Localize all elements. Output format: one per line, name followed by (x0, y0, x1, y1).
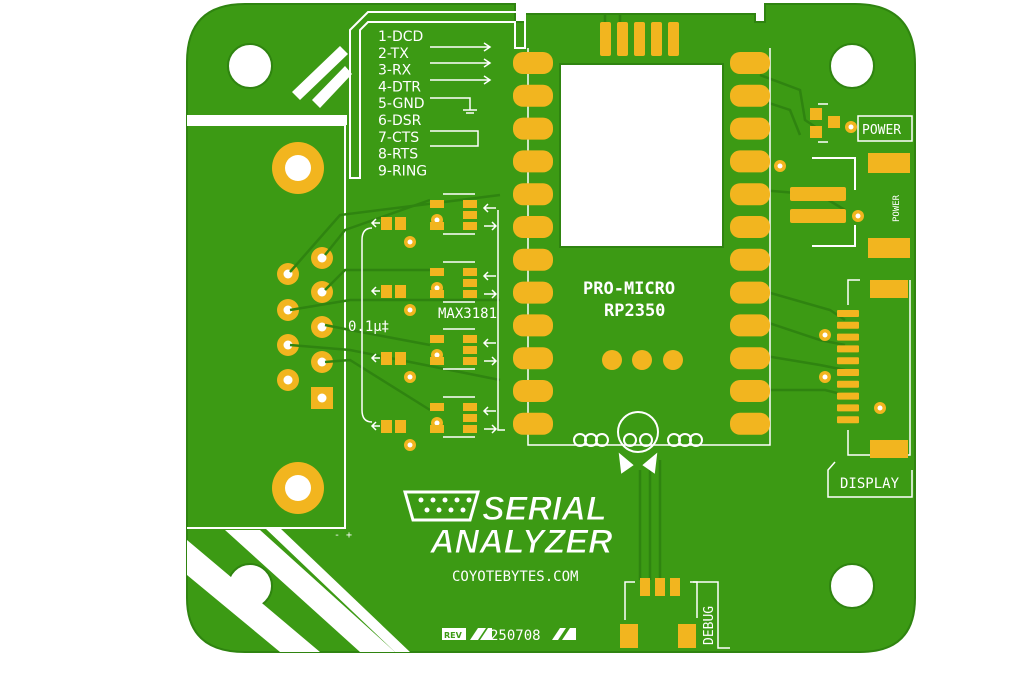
pinout-line: 5-GND (378, 96, 425, 112)
website-label: COYOTEBYTES.COM (452, 569, 578, 585)
mcu-pad-right (730, 117, 770, 140)
power-section: POWER POWER (774, 103, 913, 258)
mcu-pad-left (513, 380, 553, 402)
mcu-pad-left (513, 216, 553, 238)
mcu-pad-left (513, 52, 553, 74)
mcu-pad-right (730, 248, 770, 271)
mcu-module: PRO-MICRO RP2350 (513, 22, 771, 446)
mcu-pad-left (513, 117, 553, 140)
mcu-pad-right (730, 380, 770, 402)
pinout-line: 2-TX (378, 46, 409, 62)
display-pin (837, 333, 859, 341)
display-pin (837, 369, 859, 376)
mcu-pad-right (730, 281, 770, 304)
silk-stripes (187, 46, 410, 652)
max3181-section (370, 328, 498, 383)
mount-hole-top-right (829, 43, 875, 89)
mcu-pad-right (730, 314, 770, 337)
display-pin (837, 310, 859, 317)
display-pin (837, 357, 859, 365)
serial-analyzer-logo: SERIAL ANALYZER COYOTEBYTES.COM (403, 490, 614, 585)
mcu-label-line2: RP2350 (604, 301, 665, 321)
mcu-pad-left (513, 347, 553, 370)
mount-hole-top-left (227, 43, 273, 89)
rev-tag: REV (444, 631, 463, 640)
db9-logo-icon (403, 490, 480, 522)
mcu-pad-left (513, 412, 553, 435)
copper-traces (289, 14, 846, 580)
display-pin (837, 321, 859, 329)
pinout-line: 7-CTS (378, 130, 419, 146)
pinout-line: 3-RX (378, 63, 412, 79)
max3181-chips (370, 193, 498, 451)
mcu-pad-left (513, 314, 553, 337)
rev-number: 250708 (490, 628, 541, 644)
max3181-section (370, 396, 498, 451)
display-pin (837, 392, 859, 400)
power-vertical-label: POWER (892, 194, 902, 222)
chip-bracket (361, 210, 505, 431)
max3181-section (370, 193, 498, 248)
db9-pins (277, 247, 333, 409)
chip-label: MAX3181 (438, 306, 497, 322)
logo-line2: ANALYZER (429, 523, 613, 561)
mount-hole-bottom-right (829, 563, 875, 609)
pinout-line: 4-DTR (378, 79, 421, 95)
mcu-pad-right (730, 347, 770, 370)
mcu-pad-right (730, 183, 770, 206)
mcu-shield (559, 63, 724, 248)
mcu-pad-right (730, 84, 770, 107)
mcu-pad-left (513, 281, 553, 304)
pinout-legend: 1-DCD2-TX3-RX4-DTR5-GND6-DSR7-CTS8-RTS9-… (349, 11, 526, 179)
debug-label: DEBUG (702, 606, 717, 645)
display-pin (837, 380, 859, 388)
mcu-pad-left (513, 150, 553, 173)
mcu-pad-right (730, 150, 770, 173)
db9-connector-outline (187, 124, 346, 529)
debug-connector: DEBUG (620, 578, 730, 649)
power-label: POWER (862, 123, 901, 138)
mcu-pad-right (730, 412, 770, 435)
coyote-mascot (573, 411, 703, 474)
pinout-line: 1-DCD (378, 29, 423, 45)
display-pin (837, 416, 859, 424)
usb-connector-pads (600, 22, 679, 56)
pinout-line: 9-RING (378, 163, 427, 179)
mcu-label-line1: PRO-MICRO (583, 279, 675, 299)
mcu-pad-right (730, 216, 770, 238)
display-pin (837, 404, 859, 412)
pinout-line: 6-DSR (378, 113, 422, 129)
cap-label: 0.1µ (348, 319, 382, 335)
logo-line1: SERIAL (482, 490, 607, 528)
display-label: DISPLAY (840, 476, 900, 492)
mcu-pad-right (730, 52, 770, 74)
max3181-section (370, 261, 498, 316)
mcu-pad-left (513, 248, 553, 271)
pinout-line: 8-RTS (378, 147, 418, 163)
mcu-pad-left (513, 183, 553, 206)
display-connector: DISPLAY (819, 279, 913, 498)
svg-text:‡: ‡ (381, 319, 389, 335)
mcu-pad-left (513, 84, 553, 107)
polarity-label: - + (334, 530, 352, 541)
display-pin (837, 345, 859, 353)
revision-block: REV 250708 (442, 628, 576, 644)
